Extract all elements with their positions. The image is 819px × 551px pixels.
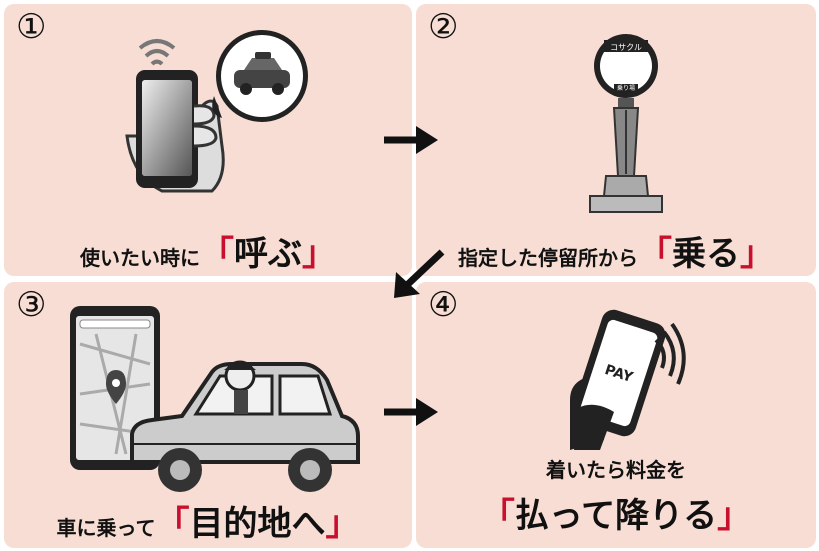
caption-big: 呼ぶ [234, 234, 302, 274]
step-number: ② [428, 7, 459, 47]
step-2-panel: ② コサクル 乗り場 指定した停留所から「乗る」 [416, 4, 816, 276]
caption-small: 着いたら料金を [546, 458, 686, 482]
caption-small: 使いたい時に [80, 246, 200, 270]
step-4-panel: ④ PAY 着いたら料金を 「払って降りる」 [416, 282, 816, 548]
step-1-caption: 使いたい時に「呼ぶ」 [4, 226, 412, 275]
bracket-close: 」 [325, 504, 360, 544]
stop-name: コサクル [610, 43, 642, 52]
step-4-caption-line1: 着いたら料金を [416, 454, 816, 483]
phone-in-hand-icon [125, 30, 308, 193]
bracket-open: 「 [480, 496, 515, 536]
step-number: ① [16, 7, 47, 47]
pay-phone-icon: PAY [570, 309, 686, 450]
step-4-caption-line2: 「払って降りる」 [416, 488, 816, 537]
bracket-close: 」 [302, 234, 336, 274]
step-number: ④ [428, 285, 459, 325]
bracket-open: 「 [638, 234, 672, 274]
bracket-open: 「 [155, 504, 190, 544]
caption-big: 乗る [672, 234, 740, 274]
bracket-close: 」 [740, 234, 774, 274]
bracket-close: 」 [717, 496, 752, 536]
stop-sub: 乗り場 [617, 84, 635, 92]
step-3-caption: 車に乗って「目的地へ」 [4, 496, 412, 545]
step-number: ③ [16, 285, 47, 325]
arrow-right-icon [384, 126, 438, 154]
caption-small: 指定した停留所から [458, 246, 638, 270]
step-3-panel: ③ 車に乗って「目的地へ」 [4, 282, 412, 548]
caption-small: 車に乗って [56, 516, 156, 540]
caption-big: 払って降りる [514, 496, 718, 536]
caption-big: 目的地へ [189, 504, 326, 544]
bracket-open: 「 [200, 234, 234, 274]
step-2-caption: 指定した停留所から「乗る」 [416, 226, 816, 275]
arrow-right-icon [384, 398, 438, 426]
taxi-driver-icon [130, 360, 360, 492]
bus-stop-icon: コサクル 乗り場 [589, 34, 663, 213]
arrow-down-left-icon [394, 249, 445, 298]
step-1-panel: ① 使いたい時に「呼ぶ」 [4, 4, 412, 276]
